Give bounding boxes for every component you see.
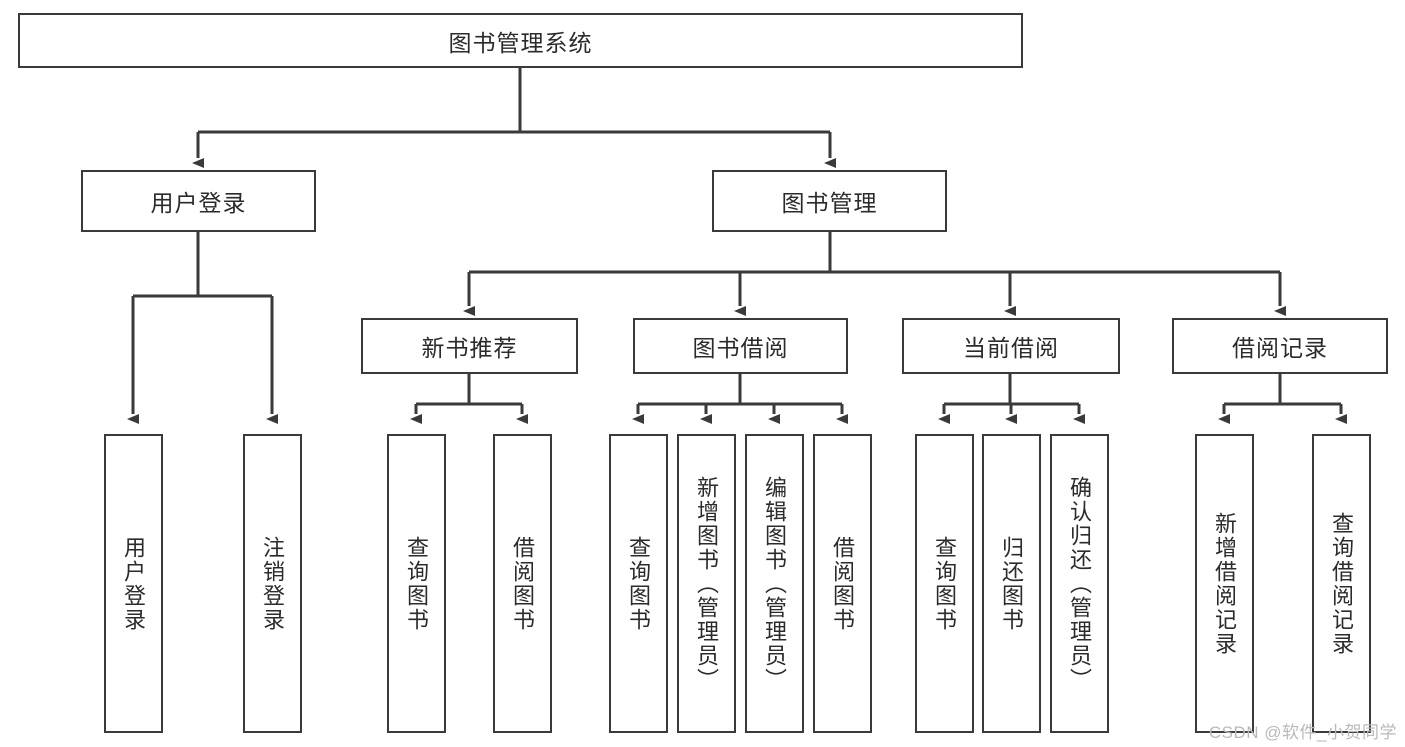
node-borrow-record[interactable]: 借阅记录 — [1172, 318, 1388, 374]
node-current-borrow[interactable]: 当前借阅 — [902, 318, 1120, 374]
leaf-borrow-query-book[interactable]: 查询图书 — [609, 434, 668, 733]
leaf-new-book-query[interactable]: 查询图书 — [387, 434, 446, 733]
leaf-record-add-record-label: 新增借阅记录 — [1212, 511, 1238, 656]
node-book-management-label: 图书管理 — [781, 190, 878, 216]
node-root-label: 图书管理系统 — [448, 29, 593, 56]
leaf-current-confirm-return[interactable]: 确认归还（管理员） — [1050, 434, 1109, 733]
leaf-current-return-book[interactable]: 归还图书 — [982, 434, 1041, 733]
leaf-user-login-signout[interactable]: 注销登录 — [243, 434, 302, 733]
leaf-record-add-record[interactable]: 新增借阅记录 — [1195, 434, 1254, 733]
node-user-login-label: 用户登录 — [150, 190, 247, 216]
leaf-borrow-query-book-label: 查询图书 — [626, 535, 652, 632]
leaf-new-book-query-label: 查询图书 — [404, 535, 430, 632]
node-borrow-record-label: 借阅记录 — [1232, 335, 1328, 361]
node-new-book-recommend-label: 新书推荐 — [421, 335, 518, 361]
watermark-text: CSDN @软件_小贺同学 — [1208, 723, 1397, 742]
leaf-current-query-book-label: 查询图书 — [932, 535, 958, 632]
node-user-login[interactable]: 用户登录 — [81, 170, 316, 232]
leaf-borrow-add-book-label: 新增图书（管理员） — [694, 475, 720, 692]
node-current-borrow-label: 当前借阅 — [963, 335, 1059, 361]
leaf-borrow-edit-book-label: 编辑图书（管理员） — [762, 475, 788, 692]
leaf-user-login-signout-label: 注销登录 — [260, 535, 286, 632]
leaf-borrow-edit-book[interactable]: 编辑图书（管理员） — [745, 434, 804, 733]
leaf-record-query-record-label: 查询借阅记录 — [1329, 511, 1355, 656]
node-new-book-recommend[interactable]: 新书推荐 — [361, 318, 578, 374]
leaf-record-query-record[interactable]: 查询借阅记录 — [1312, 434, 1371, 733]
leaf-user-login-signin[interactable]: 用户登录 — [104, 434, 163, 733]
leaf-user-login-signin-label: 用户登录 — [121, 535, 147, 632]
leaf-new-book-borrow-label: 借阅图书 — [510, 535, 536, 632]
leaf-current-confirm-return-label: 确认归还（管理员） — [1067, 475, 1093, 692]
node-book-management[interactable]: 图书管理 — [712, 170, 947, 232]
node-book-borrow-label: 图书借阅 — [692, 335, 789, 361]
leaf-new-book-borrow[interactable]: 借阅图书 — [493, 434, 552, 733]
node-book-borrow[interactable]: 图书借阅 — [633, 318, 848, 374]
leaf-current-query-book[interactable]: 查询图书 — [915, 434, 974, 733]
leaf-borrow-borrow-book[interactable]: 借阅图书 — [813, 434, 872, 733]
leaf-borrow-borrow-book-label: 借阅图书 — [830, 535, 856, 632]
leaf-current-return-book-label: 归还图书 — [999, 535, 1025, 632]
node-root[interactable]: 图书管理系统 — [18, 13, 1023, 68]
leaf-borrow-add-book[interactable]: 新增图书（管理员） — [677, 434, 736, 733]
